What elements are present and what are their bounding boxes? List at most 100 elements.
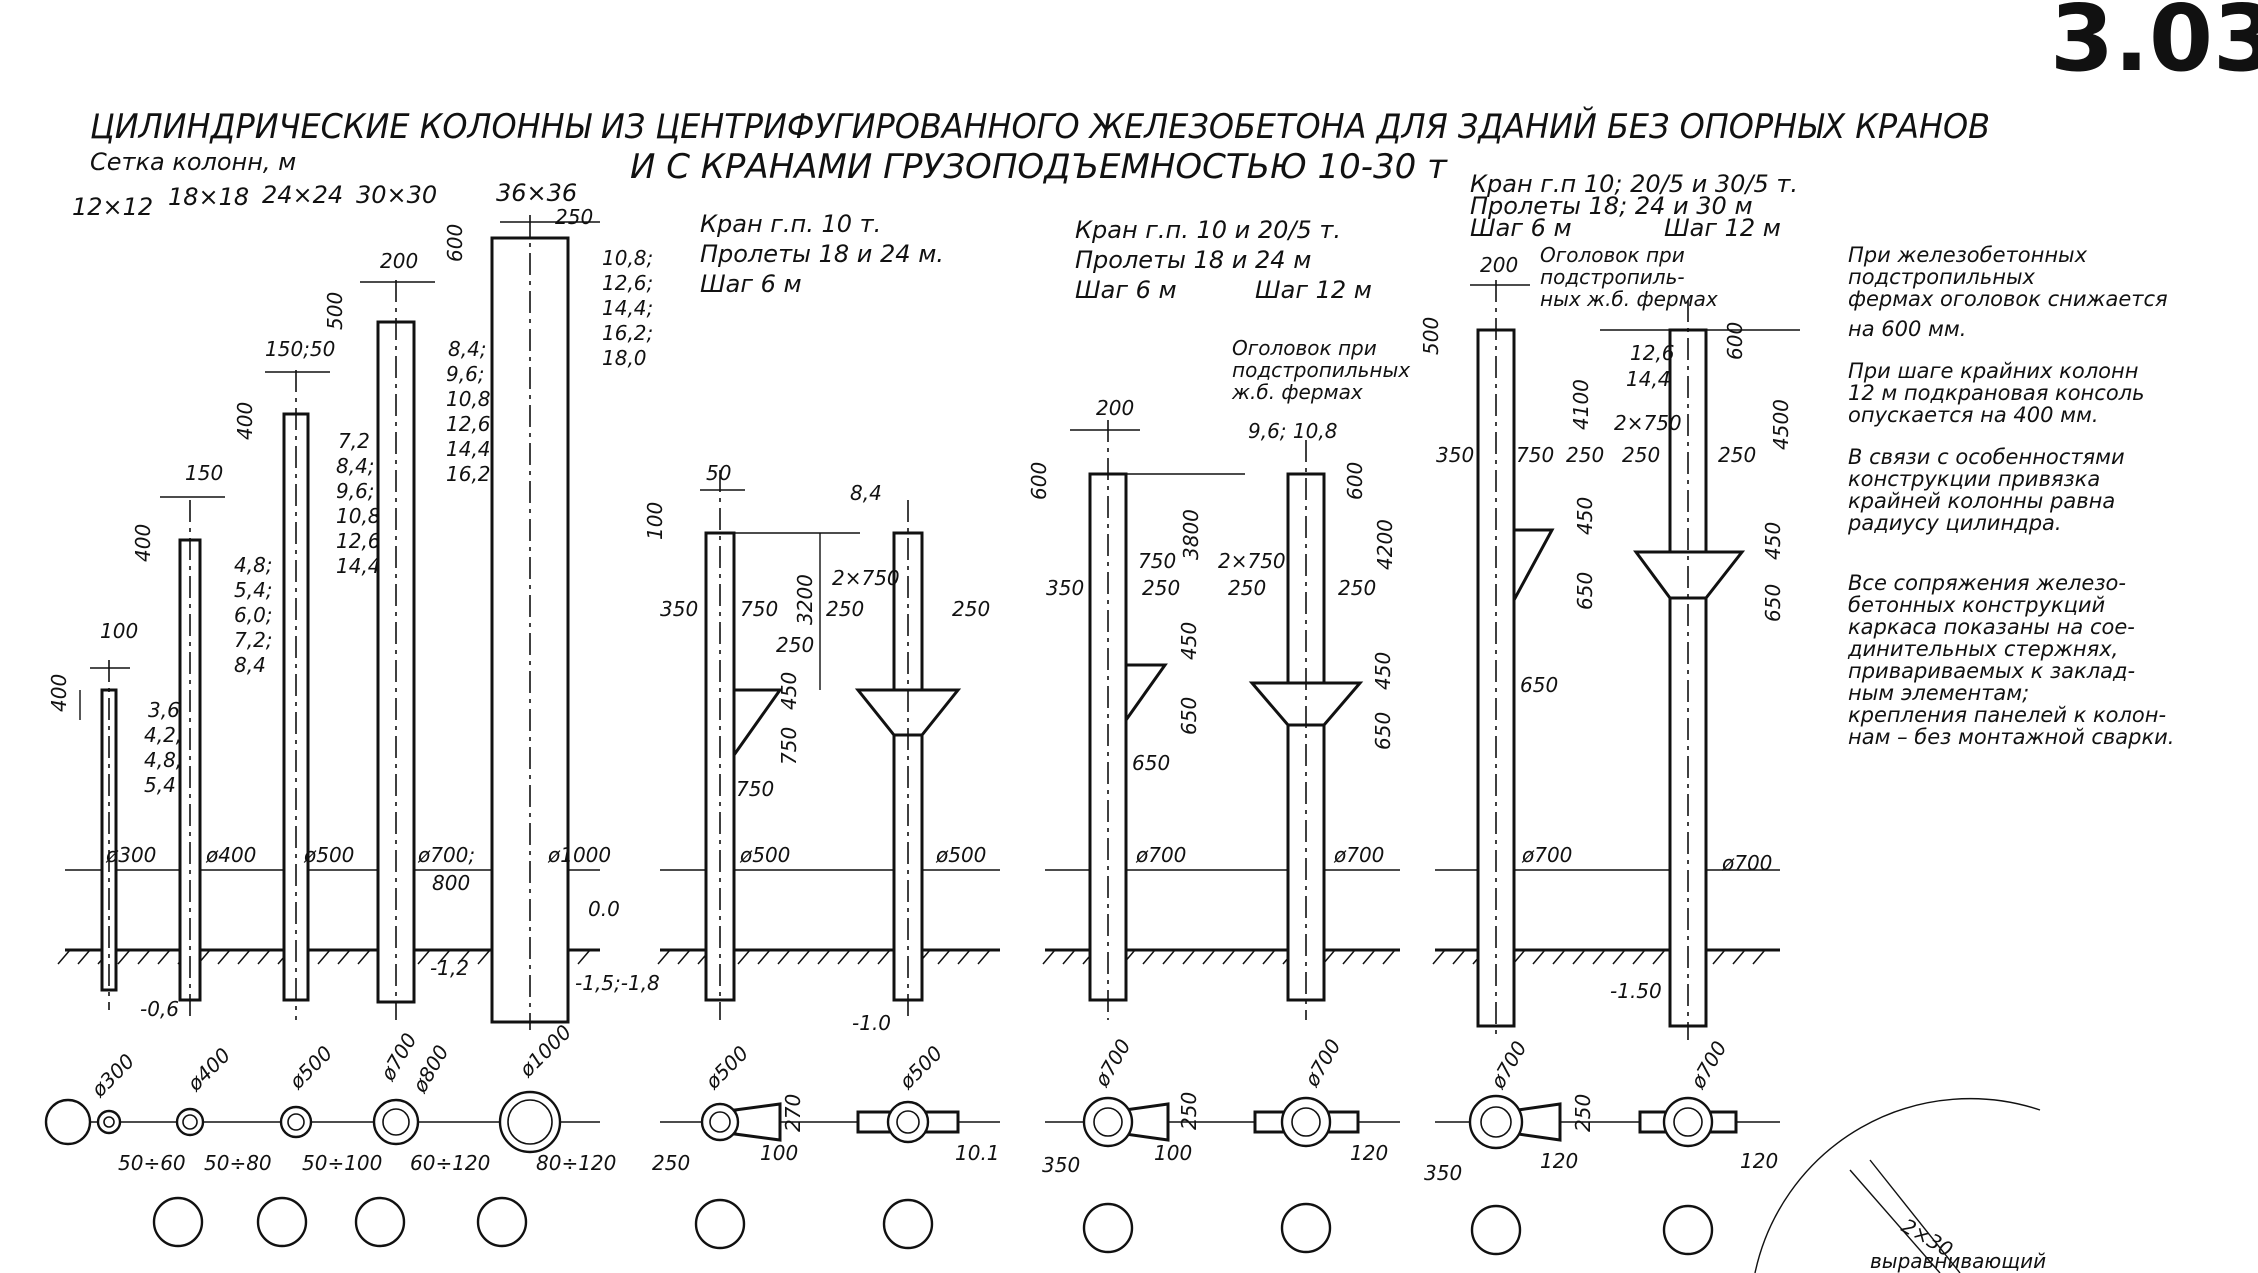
note-2-line-1: 12 м подкрановая консоль: [1848, 381, 2144, 405]
note-4-line-2: каркаса показаны на сое-: [1848, 615, 2135, 639]
g1-d750c: 750: [736, 777, 774, 801]
g2-d250: 250: [1142, 576, 1180, 600]
g1-d750b: 750: [777, 727, 801, 765]
g2-caption-2: Шаг 6 м: [1075, 276, 1177, 304]
grid-36: 36×36: [496, 179, 577, 207]
col4-elev-5: 16,2: [446, 462, 491, 486]
col5-elev-4: 18,0: [602, 346, 647, 370]
g3-d650: 650: [1573, 572, 1597, 610]
g1-top-dim: 50: [706, 461, 731, 485]
g2-note-2: ж.б. фермах: [1231, 380, 1363, 404]
grid-24: 24×24: [262, 181, 343, 209]
note-4-line-4: привариваемых к заклад-: [1848, 659, 2135, 683]
col4-dia2: 800: [432, 871, 470, 895]
col3-dia: ø500: [303, 843, 354, 867]
col2-top-dim: 150: [185, 461, 223, 485]
g3-dia-b: ø700: [1721, 851, 1772, 875]
plan1-dia: ø300: [86, 1049, 139, 1102]
plan2-dia: ø400: [182, 1043, 235, 1096]
grid-18: 18×18: [168, 183, 249, 211]
note-1-line-0: При железобетонных: [1848, 243, 2088, 267]
grid-30: 30×30: [356, 181, 437, 209]
col2-elev-3: 7,2;: [234, 628, 273, 652]
col5-top-dim: 250: [555, 205, 593, 229]
g1-d250: 250: [776, 633, 814, 657]
g1-p100: 100: [760, 1141, 798, 1165]
g1-p250: 250: [652, 1151, 690, 1175]
col4-elev-2: 10,8;: [446, 387, 497, 411]
note-3-line-3: радиусу цилиндра.: [1847, 511, 2062, 535]
col3-elev-0: 7,2: [338, 429, 370, 453]
note-4-line-0: Все сопряжения железо-: [1848, 571, 2126, 595]
col1-dia: ø300: [105, 843, 156, 867]
col5-elev-0: 10,8;: [602, 246, 653, 270]
g3-plan-a: ø700: [1485, 1037, 1531, 1094]
g2-d4200: 4200: [1373, 519, 1397, 570]
note-3-line-1: конструкции привязка: [1848, 467, 2100, 491]
title-line-2: И С КРАНАМИ ГРУЗОПОДЪЕМНОСТЬЮ 10-30 т: [630, 147, 1448, 187]
g2-dia-b: ø700: [1333, 843, 1384, 867]
g3-d650c: 650: [1761, 584, 1785, 622]
g1-head: 100: [643, 502, 667, 540]
g3-top-dim: 200: [1480, 253, 1518, 277]
col3-elev-2: 9,6;: [336, 479, 375, 503]
col2-head: 400: [131, 524, 155, 562]
g2-top-dim: 200: [1096, 396, 1134, 420]
g3-caption-2: Шаг 6 м: [1470, 214, 1572, 242]
col1-head: 400: [47, 674, 71, 712]
g2-caption-1: Пролеты 18 и 24 м: [1075, 246, 1311, 274]
g1-plan-b: ø500: [894, 1041, 947, 1094]
g3-p350: 350: [1424, 1161, 1462, 1185]
g3-head: 500: [1419, 317, 1443, 355]
g1-p101: 10.1: [955, 1141, 1000, 1165]
grid-12: 12×12: [72, 193, 153, 221]
g2-d600: 600: [1343, 462, 1367, 500]
col3-head: 400: [233, 402, 257, 440]
g3-dia-a: ø700: [1521, 843, 1572, 867]
g3-d750: 750: [1516, 443, 1554, 467]
g2-two750: 2×750: [1218, 549, 1286, 573]
plan3-dia: ø500: [284, 1041, 337, 1094]
g1-caption-2: Шаг 6 м: [700, 270, 802, 298]
col5-elev-1: 12,6;: [602, 271, 653, 295]
g3-note-0: Оголовок при: [1540, 243, 1685, 267]
g2-d650: 650: [1177, 697, 1201, 735]
note-4-line-5: ным элементам;: [1848, 681, 2029, 705]
note-4-line-6: крепления панелей к колон-: [1848, 703, 2166, 727]
corner-label: выравнивающий: [1870, 1249, 2046, 1273]
g2-height: 3800: [1179, 509, 1203, 560]
col5-dia: ø1000: [547, 843, 611, 867]
g3-d250b: 250: [1622, 443, 1660, 467]
g2-p350: 350: [1042, 1153, 1080, 1177]
g1-elev: 8,4: [850, 481, 882, 505]
g2-d250c: 250: [1338, 576, 1376, 600]
g1-base: -1.0: [852, 1011, 891, 1035]
g1-dia-b: ø500: [935, 843, 986, 867]
g3-caption-3: Шаг 12 м: [1664, 214, 1781, 242]
g2-head: 600: [1027, 462, 1051, 500]
corner-fragment: [1754, 1097, 2041, 1273]
group1-plans: [660, 1100, 1000, 1250]
col3-elev-1: 8,4;: [336, 454, 375, 478]
note-1-line-1: подстропильных: [1848, 265, 2036, 289]
col4-base: -1,2: [430, 956, 469, 980]
g3-elev-0: 12,6: [1630, 341, 1675, 365]
plan1-wall: 50÷60: [118, 1151, 186, 1175]
g1-dia-a: ø500: [739, 843, 790, 867]
col1-elev-3: 5,4: [144, 773, 176, 797]
note-1-line-2: фермах оголовок снижается: [1848, 287, 2168, 311]
notes-block: При железобетонных подстропильных фермах…: [1847, 243, 2174, 749]
g3-d350: 350: [1436, 443, 1474, 467]
group1-drawing: [657, 470, 1000, 1020]
column-12x12: [79, 660, 130, 1010]
g3-d4100: 4100: [1569, 379, 1593, 430]
col4-top-dim: 200: [380, 249, 418, 273]
plan5-wall: 80÷120: [536, 1151, 616, 1175]
g2-caption-3: Шаг 12 м: [1255, 276, 1372, 304]
g2-d350: 350: [1046, 576, 1084, 600]
col2-elev-0: 4,8;: [234, 553, 273, 577]
g3-d250: 250: [1566, 443, 1604, 467]
col3-top-dim: 150;50: [265, 337, 335, 361]
g2-plan-b: ø700: [1299, 1035, 1345, 1092]
